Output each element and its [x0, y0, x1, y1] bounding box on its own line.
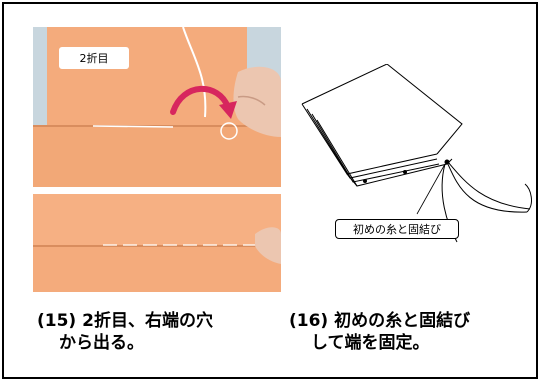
caption-15-line1: 2折目、右端の穴	[82, 311, 213, 331]
knot-callout: 初めの糸と固結び	[335, 219, 459, 239]
caption-step-16: (16) 初めの糸と固結び して端を固定。	[289, 310, 470, 354]
photo-step-15-detail	[33, 194, 281, 292]
photo-step-15-detail-image	[33, 194, 281, 292]
photo-step-15-image	[33, 27, 281, 187]
caption-16-number: (16)	[289, 311, 329, 331]
photo-step-15: 2折目	[33, 27, 281, 187]
step-label: 2折目	[59, 47, 129, 69]
figure-frame: 2折目 初めの糸と固結び (15) 2折目、右端の穴 から出る。	[2, 2, 538, 379]
caption-16-line2: して端を固定。	[311, 333, 430, 353]
tie-knot-illustration	[301, 64, 532, 243]
caption-step-15: (15) 2折目、右端の穴 から出る。	[37, 310, 213, 354]
caption-15-number: (15)	[37, 311, 77, 331]
caption-15-line2: から出る。	[59, 333, 144, 353]
caption-16-line1: 初めの糸と固結び	[334, 311, 471, 331]
